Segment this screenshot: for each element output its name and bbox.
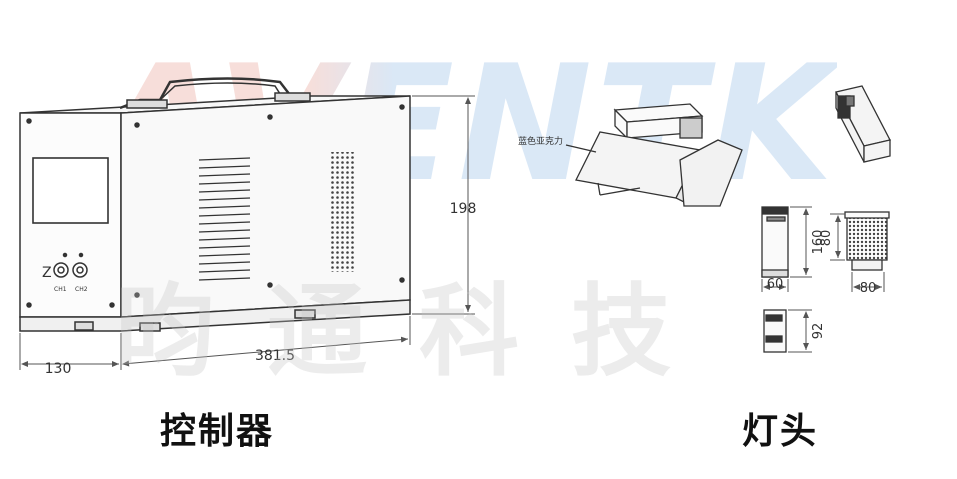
lamp-dim-end: 92: [811, 323, 826, 340]
controller-caption: 控制器: [160, 411, 275, 452]
lamp-caption: 灯头: [742, 411, 819, 452]
controller-dim-depth: 130: [45, 361, 72, 377]
svg-text:Z: Z: [42, 265, 52, 281]
lamp-iso-drawing: [565, 103, 743, 207]
lamp-dim-depth: 60: [767, 277, 784, 292]
controller-drawing: Z: [19, 77, 411, 332]
lamp-dim-length: 160: [811, 230, 826, 255]
lamp-dimensions: [761, 206, 885, 353]
lamp-side-view: [844, 211, 890, 271]
controller-dim-height: 198: [450, 201, 477, 217]
lamp-front-view: [761, 206, 789, 278]
lamp-end-view: [763, 309, 787, 353]
controller-knob-label-1: CH1: [54, 286, 67, 293]
controller-dim-width: 381.5: [255, 348, 295, 364]
perforated-grid: [330, 152, 354, 272]
controller-dimensions: [19, 95, 475, 370]
controller-knob-label-2: CH2: [75, 286, 88, 293]
lamp-dim-side-w: 80: [860, 281, 877, 296]
lamp-small-iso: [835, 85, 891, 163]
lamp-dim-side-h: 80: [819, 230, 834, 247]
company-watermark: 昀通科技: [115, 273, 723, 390]
lamp-annotation: 蓝色亚克力: [518, 135, 563, 147]
vent-slots: [198, 157, 251, 281]
